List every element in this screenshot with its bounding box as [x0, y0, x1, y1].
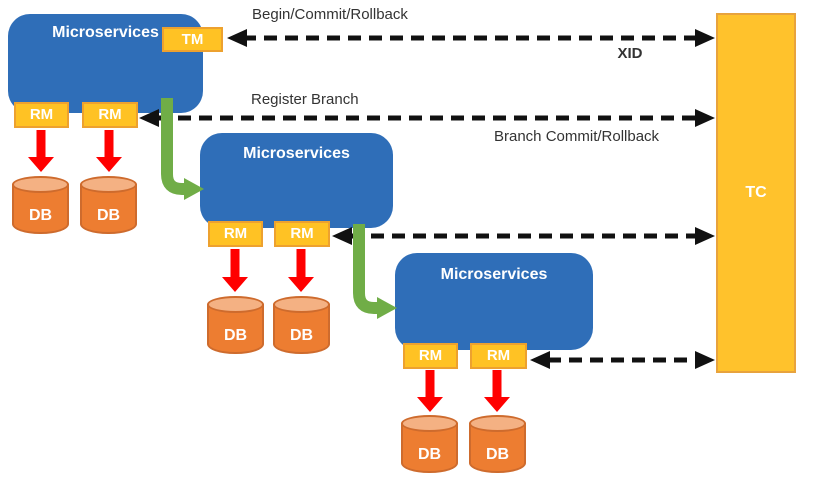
db-cylinder-1a: DB — [12, 176, 69, 234]
microservice-box-2: Microservices — [200, 133, 393, 228]
db-label: DB — [28, 207, 53, 224]
db-cylinder-2b: DB — [273, 296, 330, 354]
microservice-2-label: Microservices — [243, 145, 350, 162]
dashed-arrow-branch-2 — [332, 227, 715, 245]
rm-badge-2a: RM — [208, 221, 263, 247]
db-cylinder-top-ellipse — [401, 415, 458, 432]
label-begin-commit-rollback: Begin/Commit/Rollback — [252, 6, 408, 23]
microservice-3-label: Microservices — [440, 266, 548, 283]
rm-badge-1a: RM — [14, 102, 69, 128]
green-flow-arrow-2 — [353, 224, 397, 319]
label-register-branch: Register Branch — [251, 91, 359, 108]
label-xid: XID — [617, 45, 643, 62]
rm-badge-1b: RM — [82, 102, 138, 128]
db-cylinder-3a: DB — [401, 415, 458, 473]
rm-badge-2b: RM — [274, 221, 330, 247]
red-arrow-1b — [96, 130, 122, 172]
red-arrow-3b — [484, 370, 510, 412]
green-flow-arrow-1 — [161, 98, 204, 200]
tc-box: TC — [716, 13, 796, 373]
db-label: DB — [417, 446, 442, 463]
db-cylinder-top-ellipse — [469, 415, 526, 432]
db-cylinder-body — [469, 423, 526, 473]
db-label: DB — [223, 327, 248, 344]
dashed-arrow-branch-3 — [530, 351, 715, 369]
red-arrow-1a — [28, 130, 54, 172]
tc-label: TC — [745, 184, 767, 201]
db-cylinder-top-ellipse — [273, 296, 330, 313]
db-cylinder-top-ellipse — [207, 296, 264, 313]
db-cylinder-3b: DB — [469, 415, 526, 473]
rm-badge-3a: RM — [403, 343, 458, 369]
db-cylinder-1b: DB — [80, 176, 137, 234]
db-cylinder-2a: DB — [207, 296, 264, 354]
db-label: DB — [96, 207, 121, 224]
db-label: DB — [485, 446, 510, 463]
db-label: DB — [289, 327, 314, 344]
red-arrow-3a — [417, 370, 443, 412]
microservice-box-3: Microservices — [395, 253, 593, 350]
dashed-arrow-register-branch — [139, 109, 715, 127]
rm-badge-3b: RM — [470, 343, 527, 369]
label-branch-commit-rollback: Branch Commit/Rollback — [494, 128, 660, 145]
db-cylinder-top-ellipse — [80, 176, 137, 193]
red-arrow-2a — [222, 249, 248, 292]
db-cylinder-top-ellipse — [12, 176, 69, 193]
tm-badge: TM — [162, 27, 223, 52]
microservice-1-label: Microservices — [52, 24, 159, 41]
red-arrow-2b — [288, 249, 314, 292]
